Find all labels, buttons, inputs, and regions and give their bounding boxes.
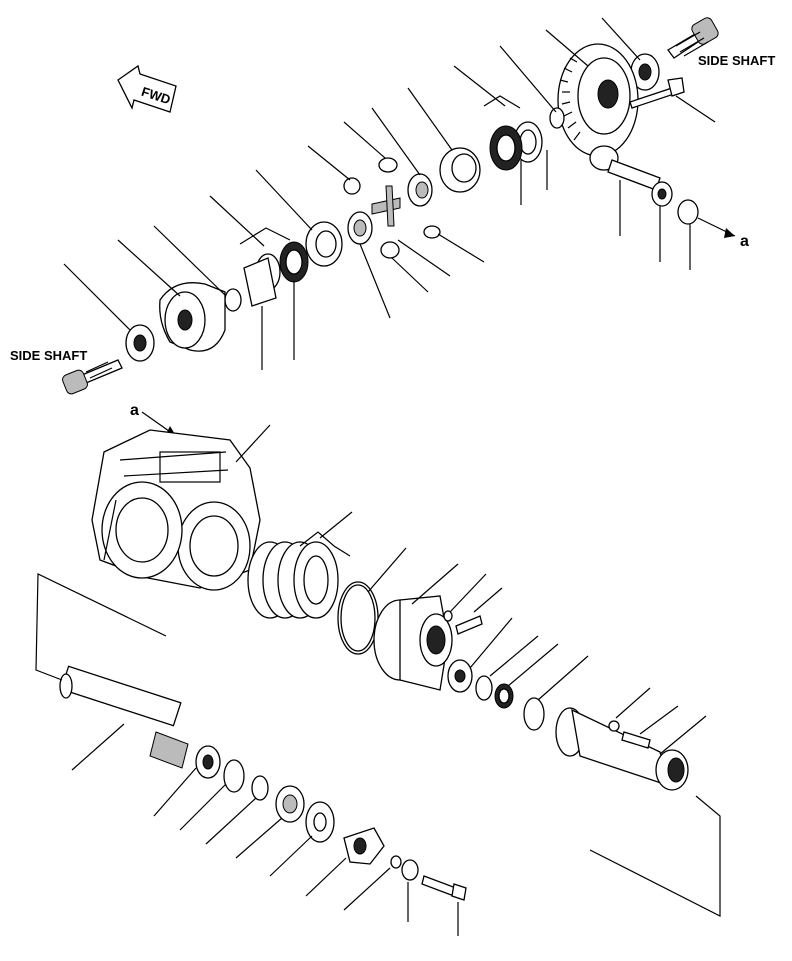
thrust-washer-upper [549,107,565,129]
thrust-washer-lower [224,288,242,312]
diff-case-half-lower [305,221,343,267]
flat-washer [401,859,419,881]
tube-bolt [608,720,651,749]
spacer-washer [305,801,335,843]
hex-bolt [421,875,467,901]
fwd-arrow-icon: FWD [117,64,177,113]
o-ring-small [523,697,545,731]
leader-lines-upper [63,17,716,370]
diff-carrier [159,282,226,352]
o-ring-large [337,581,379,655]
side-shaft-left [62,359,123,395]
seal-shaft [275,785,305,823]
side-shaft-label-left: SIDE SHAFT [10,348,87,363]
snap-ring-2 [251,775,269,801]
axle-housing [91,424,271,591]
bearing-outer [447,659,473,693]
side-shaft-label-top: SIDE SHAFT [698,53,775,68]
bearing-cage [373,595,453,691]
snap-ring-1 [223,759,245,793]
leader-lines-cage [411,563,589,701]
bearing-top-right [630,53,660,91]
leader-lines-shims [299,511,353,557]
small-washer [390,855,402,869]
side-gear-lower [347,211,373,245]
ref-label-a-housing: a [130,402,139,419]
side-gear-upper [407,173,433,207]
bearing-shaft [195,745,221,779]
leader-lines-lower [153,767,459,936]
side-shaft-top [667,17,719,59]
spider-cross [343,157,441,259]
ref-label-a-right: a [740,233,749,250]
seal-ring-1 [475,675,493,701]
shim-pack [247,541,339,619]
diff-case-half-upper [439,147,481,193]
axle-tube [555,707,689,791]
arrowhead-right-icon [724,228,735,238]
pinion-shaft [589,145,699,225]
leader-lines-shaft [35,573,167,771]
cage-bolt [443,610,483,635]
leader-lines-tube [589,687,721,917]
bearing-left [125,324,155,362]
half-shaft [59,665,189,769]
ring-gear [557,43,639,157]
seal-ring-2 [494,683,514,709]
yoke-flange [343,827,385,865]
bearing-cup-upper [489,121,543,171]
bearing-cup-lower [243,241,309,307]
ring-gear-bolt [629,77,685,109]
